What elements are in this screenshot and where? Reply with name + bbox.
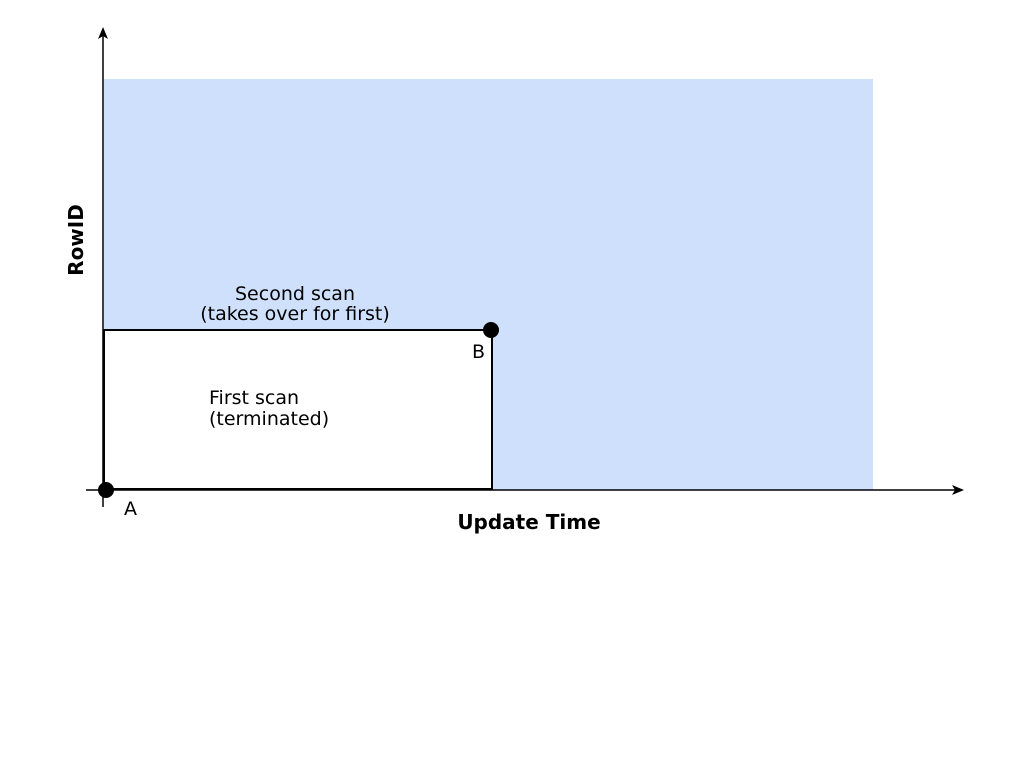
point-b-marker	[483, 322, 499, 338]
second-scan-label-line2: (takes over for first)	[200, 303, 390, 325]
x-axis-title: Update Time	[457, 510, 600, 534]
first-scan-region	[103, 329, 493, 490]
point-a-marker	[98, 482, 114, 498]
y-axis-title: RowID	[64, 204, 88, 276]
point-b-label: B	[472, 341, 485, 363]
first-scan-label-line2: (terminated)	[209, 408, 329, 430]
first-scan-label-line1: First scan	[209, 387, 299, 409]
second-scan-label-line1: Second scan	[235, 283, 355, 305]
point-a-label: A	[124, 498, 137, 520]
